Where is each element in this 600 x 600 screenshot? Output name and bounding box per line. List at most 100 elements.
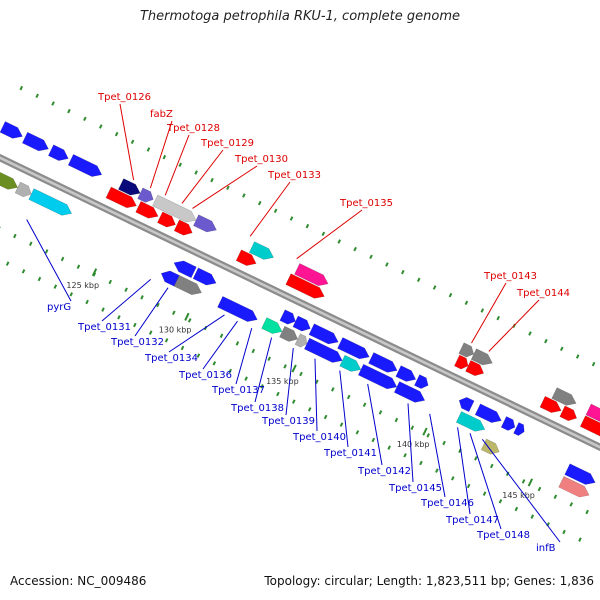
leader-line (469, 433, 502, 530)
gene-arrow (235, 249, 257, 266)
gene-feature (173, 275, 202, 295)
gene-arrow (458, 397, 475, 413)
leader-line (181, 149, 224, 204)
scale-tick (569, 502, 574, 507)
scale-tick (196, 353, 201, 358)
gene-feature (137, 187, 154, 203)
gene-arrow (368, 352, 398, 373)
gene-arrow (539, 395, 562, 413)
scale-tick (60, 256, 65, 262)
scale-tick (426, 433, 430, 438)
leader-line (149, 120, 173, 189)
scale-tick (226, 185, 230, 191)
scale-tick (575, 354, 580, 359)
scale-tick (560, 346, 564, 352)
gene-layer (0, 121, 600, 498)
gene-label-top: fabZ (150, 109, 173, 120)
scale-tick (521, 479, 526, 484)
gene-arrow (21, 131, 49, 152)
scale-tick (260, 384, 264, 389)
gene-feature (285, 273, 325, 299)
gene-feature (458, 397, 475, 413)
gene-feature (357, 363, 398, 390)
gene-label-bottom: Tpet_0145 (388, 483, 442, 494)
gene-arrow (465, 360, 484, 376)
scale-tick (385, 262, 389, 267)
scale-tick (148, 330, 153, 335)
gene-label-top: Tpet_0126 (97, 92, 151, 103)
gene-feature (474, 403, 502, 423)
scale-tick (544, 338, 548, 344)
scale-tick (585, 509, 589, 515)
gene-feature (458, 342, 475, 358)
leader-line (249, 181, 291, 237)
gene-feature (105, 186, 137, 209)
gene-arrow (308, 323, 339, 345)
gene-arrow (292, 315, 311, 332)
scale-tick (315, 379, 319, 384)
scale-tick (331, 387, 335, 392)
gene-feature (393, 381, 426, 403)
gene-arrow (67, 154, 103, 177)
gene-arrow (192, 267, 217, 286)
gene-feature (279, 309, 296, 325)
gene-feature (67, 154, 103, 177)
gene-feature (500, 416, 516, 431)
gene-feature (558, 476, 590, 498)
gene-label-bottom: Tpet_0148 (476, 530, 530, 541)
scale-tick (353, 246, 357, 252)
scale-tick (435, 468, 439, 473)
leader-line (488, 299, 540, 352)
gene-arrow (173, 275, 202, 295)
gene-label-top: Tpet_0143 (483, 271, 537, 282)
gene-arrow (279, 325, 298, 342)
leader-line (134, 287, 169, 337)
scale-tick-major (184, 312, 190, 321)
genome-summary-text: Topology: circular; Length: 1,823,511 bp… (264, 574, 594, 588)
scale-tick (44, 249, 49, 254)
scale-tick (140, 295, 144, 300)
scale-tick (410, 425, 415, 430)
scale-tick (474, 456, 478, 461)
scale-tick (267, 356, 271, 361)
gene-arrow (558, 476, 590, 498)
scale-tick (419, 460, 423, 466)
gene-arrow (393, 381, 426, 403)
gene-arrow (173, 260, 197, 279)
scale-tick (321, 231, 326, 237)
scale-tick (464, 300, 469, 306)
scale-tick (276, 391, 280, 397)
scale-tick (257, 200, 262, 206)
gene-arrow (474, 403, 502, 423)
scale-tick (283, 364, 287, 369)
leader-line (481, 439, 561, 543)
gene-label-bottom: Tpet_0142 (357, 466, 411, 477)
gene-feature (559, 405, 577, 422)
gene-arrow (414, 374, 429, 389)
scale-tick (562, 529, 566, 535)
scale-tick (156, 302, 160, 308)
scale-tick (28, 241, 33, 246)
gene-feature (152, 194, 197, 223)
leader-line (367, 383, 383, 466)
leader-line (26, 219, 72, 302)
gene-feature (539, 395, 562, 413)
scale-tick (591, 361, 596, 367)
scale-tick (448, 292, 453, 298)
gene-label-bottom: Tpet_0140 (292, 432, 346, 443)
gene-label-bottom: Tpet_0134 (144, 353, 198, 364)
scale-tick (5, 261, 10, 266)
gene-feature (339, 354, 362, 372)
gene-label-bottom: Tpet_0146 (420, 498, 474, 509)
gene-arrow (0, 170, 19, 190)
scale-tick (394, 417, 399, 423)
scale-tick (212, 361, 217, 366)
gene-feature (157, 211, 176, 228)
scale-tick (178, 162, 183, 168)
scale-tick (13, 233, 17, 239)
gene-label-bottom: Tpet_0131 (77, 322, 131, 333)
scale-tick (242, 193, 246, 198)
scale-tick (19, 85, 24, 91)
gene-feature (192, 267, 217, 286)
scale-tick (482, 491, 487, 496)
